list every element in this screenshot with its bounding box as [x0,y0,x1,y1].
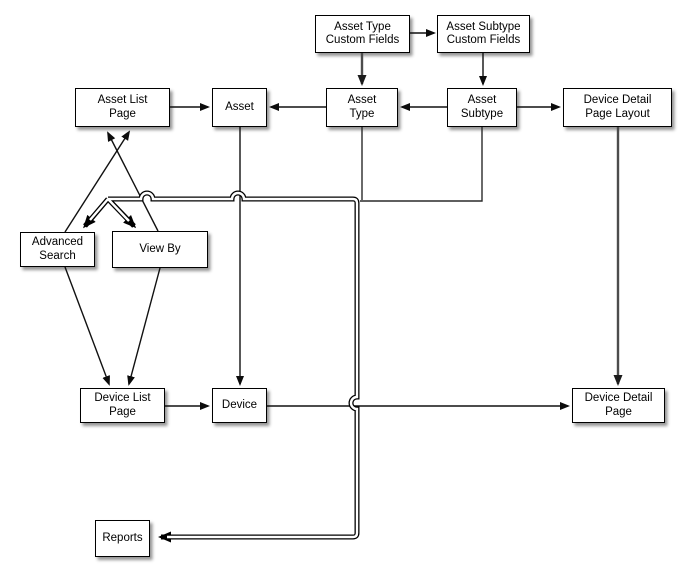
node-asset-subtype: Asset Subtype [447,88,517,127]
edge-advanced-search-to-asset-list-page [64,130,131,233]
node-asset-subtype-custom-fields: Asset Subtype Custom Fields [437,15,530,53]
edge-view-by-to-device-list-page [127,267,161,386]
node-view-by: View By [112,231,208,268]
node-device: Device [212,388,267,423]
node-asset-type-custom-fields: Asset Type Custom Fields [315,15,410,53]
node-reports: Reports [95,520,150,557]
edge-core-view-by [107,198,130,222]
edge-asset-list-page-to-view-by [106,197,137,229]
edge-asset-subtype-merge-line [360,127,483,202]
edge-advanced-search-to-device-list-page [64,266,110,386]
node-device-detail-page: Device Detail Page [572,388,665,423]
edge-asset-list-page-to-advanced-search [83,197,110,229]
node-device-detail-page-layout: Device Detail Page Layout [563,88,672,127]
edge-core-advanced-search [89,198,109,221]
node-asset-list-page: Asset List Page [75,88,170,127]
node-advanced-search: Advanced Search [20,232,95,267]
node-asset-type: Asset Type [326,88,398,127]
edge-view-by-to-asset-list-page [107,131,159,232]
node-asset: Asset [212,88,267,127]
node-device-list-page: Device List Page [80,388,165,423]
